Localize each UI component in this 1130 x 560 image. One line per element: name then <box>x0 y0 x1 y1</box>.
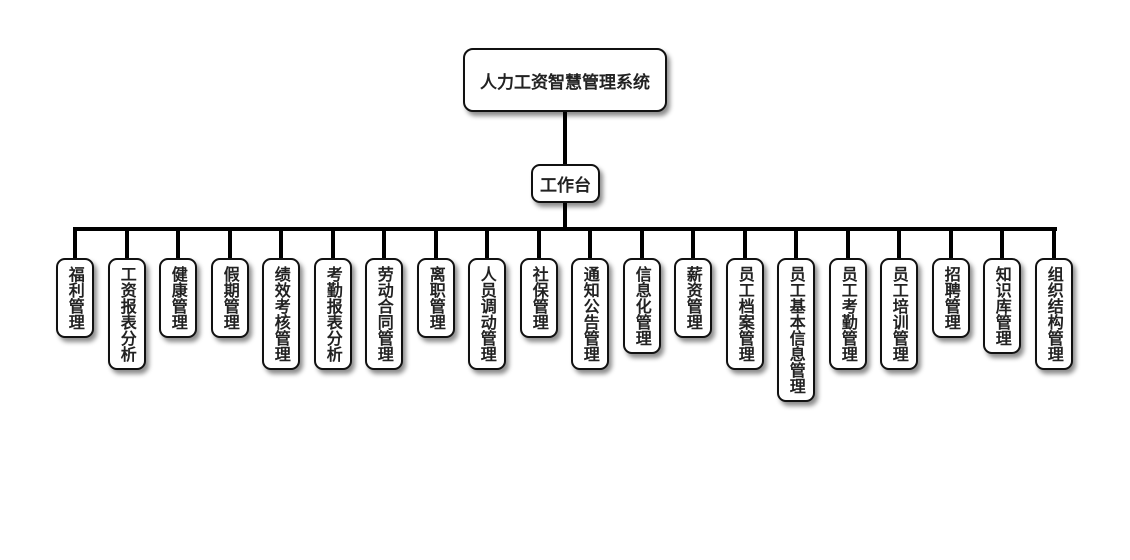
module-connector <box>73 229 77 259</box>
root-connector <box>563 111 567 165</box>
module-node[interactable]: 知识库管理 <box>983 258 1021 354</box>
module-node[interactable]: 离职管理 <box>417 258 455 338</box>
module-node[interactable]: 员工基本信息管理 <box>777 258 815 402</box>
module-node[interactable]: 组织结构管理 <box>1035 258 1073 370</box>
module-node[interactable]: 考勤报表分析 <box>314 258 352 370</box>
module-node[interactable]: 绩效考核管理 <box>262 258 300 370</box>
module-node[interactable]: 信息化管理 <box>623 258 661 354</box>
module-node[interactable]: 假期管理 <box>211 258 249 338</box>
module-node-label: 员工档案管理 <box>735 266 755 362</box>
module-node[interactable]: 员工考勤管理 <box>829 258 867 370</box>
module-node-label: 健康管理 <box>168 266 188 330</box>
module-connector <box>588 229 593 259</box>
module-node-label: 工资报表分析 <box>117 266 137 362</box>
module-node-label: 福利管理 <box>65 266 85 330</box>
module-connector <box>536 229 541 259</box>
module-node[interactable]: 劳动合同管理 <box>365 258 403 370</box>
module-node-label: 员工考勤管理 <box>838 266 858 362</box>
module-node-label: 考勤报表分析 <box>323 266 343 362</box>
module-node[interactable]: 工资报表分析 <box>108 258 146 370</box>
module-node[interactable]: 员工培训管理 <box>880 258 918 370</box>
module-connector <box>227 229 232 259</box>
module-bus-line <box>73 227 1057 231</box>
module-node[interactable]: 员工档案管理 <box>726 258 764 370</box>
workbench-node-label: 工作台 <box>540 176 591 196</box>
module-connector <box>691 229 696 259</box>
module-node-label: 组织结构管理 <box>1044 266 1064 362</box>
module-connector <box>382 229 387 259</box>
module-connector <box>330 229 335 259</box>
root-node[interactable]: 人力工资智慧管理系统 <box>463 48 667 112</box>
module-node-label: 知识库管理 <box>992 266 1012 346</box>
hub-connector <box>563 202 567 230</box>
module-connector <box>279 229 284 259</box>
module-node-label: 员工基本信息管理 <box>786 266 806 394</box>
module-node-label: 社保管理 <box>529 266 549 330</box>
module-connector <box>742 229 747 259</box>
module-node[interactable]: 社保管理 <box>520 258 558 338</box>
module-connector <box>1000 229 1005 259</box>
module-connector <box>433 229 438 259</box>
module-connector <box>948 229 953 259</box>
module-node[interactable]: 福利管理 <box>56 258 94 338</box>
module-node-label: 员工培训管理 <box>889 266 909 362</box>
root-node-label: 人力工资智慧管理系统 <box>480 72 650 93</box>
module-node-label: 劳动合同管理 <box>374 266 394 362</box>
module-node-label: 通知公告管理 <box>580 266 600 362</box>
module-connector <box>1052 229 1056 259</box>
module-connector <box>794 229 799 259</box>
module-connector <box>845 229 850 259</box>
module-node[interactable]: 健康管理 <box>159 258 197 338</box>
module-connector <box>124 229 129 259</box>
module-node[interactable]: 通知公告管理 <box>571 258 609 370</box>
module-node-label: 薪资管理 <box>683 266 703 330</box>
module-node-label: 人员调动管理 <box>477 266 497 362</box>
module-node-label: 假期管理 <box>220 266 240 330</box>
module-node[interactable]: 人员调动管理 <box>468 258 506 370</box>
module-node-label: 绩效考核管理 <box>271 266 291 362</box>
module-node-label: 招聘管理 <box>941 266 961 330</box>
module-node[interactable]: 薪资管理 <box>674 258 712 338</box>
module-node[interactable]: 招聘管理 <box>932 258 970 338</box>
module-connector <box>176 229 181 259</box>
module-node-label: 信息化管理 <box>632 266 652 346</box>
module-connector <box>639 229 644 259</box>
module-node-label: 离职管理 <box>426 266 446 330</box>
module-connector <box>897 229 902 259</box>
module-connector <box>485 229 490 259</box>
workbench-node[interactable]: 工作台 <box>531 164 600 203</box>
